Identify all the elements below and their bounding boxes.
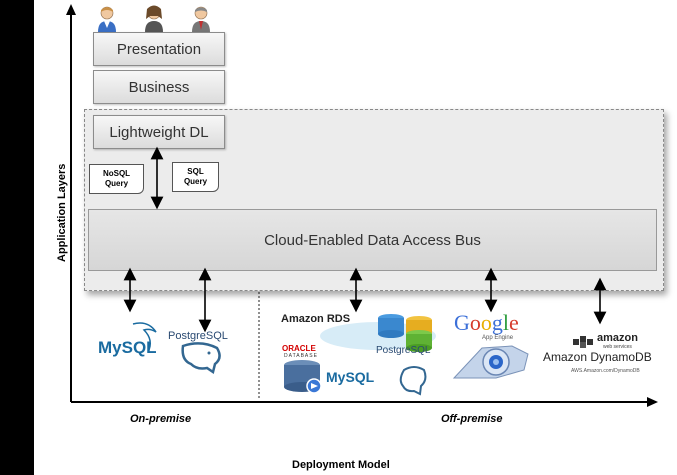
oracle-database-text: DATABASE: [284, 353, 318, 359]
presentation-layer: Presentation: [93, 32, 225, 66]
sql-query-label: SQL Query: [183, 167, 208, 186]
on-premise-label: On-premise: [130, 413, 192, 425]
rds-postgresql-text: PostgreSQL: [376, 345, 431, 356]
mysql-logo: MySQL: [98, 318, 168, 363]
dolphin-icon: [132, 322, 157, 353]
postgresql-text: PostgreSQL: [168, 330, 228, 342]
amazon-dynamodb-logo: amazon web services Amazon DynamoDB AWS.…: [543, 330, 660, 380]
nosql-query-doc: NoSQL Query: [89, 164, 144, 194]
data-access-bus: Cloud-Enabled Data Access Bus: [88, 209, 657, 271]
oracle-text: ORACLE: [282, 344, 316, 353]
elephant-icon: [181, 342, 221, 374]
rds-mysql-text: MySQL: [326, 369, 375, 385]
postgresql-logo: PostgreSQL: [162, 326, 242, 376]
google-text: Google: [454, 310, 519, 336]
google-letter: o: [480, 310, 492, 335]
amazon-text: amazon: [597, 332, 638, 344]
nosql-query-label: NoSQL Query: [102, 169, 131, 188]
sql-query-doc: SQL Query: [172, 162, 219, 192]
diagram-canvas: Application Layers Presentation Business…: [34, 0, 677, 475]
app-engine-text: App Engine: [482, 335, 514, 341]
users-icon: [98, 5, 210, 32]
google-letter: e: [509, 310, 519, 335]
amazon-rds-logo: Amazon RDS: [278, 312, 443, 397]
web-services-text: web services: [603, 344, 632, 350]
google-letter: G: [454, 310, 470, 335]
connector-arrows: [123, 146, 607, 333]
user-icons: [94, 4, 244, 32]
engine-icon: [452, 345, 529, 379]
google-letter: o: [469, 310, 481, 335]
aws-cubes-icon: [573, 336, 593, 348]
x-axis-label: Deployment Model: [292, 459, 390, 471]
google-app-engine-logo: Google App Engine: [452, 310, 537, 382]
google-letter: g: [491, 310, 503, 335]
lightweight-dl-layer: Lightweight DL: [93, 115, 225, 149]
dynamodb-text: Amazon DynamoDB: [543, 350, 652, 364]
mysql-text: MySQL: [98, 338, 157, 357]
business-layer: Business: [93, 70, 225, 104]
off-premise-label: Off-premise: [441, 413, 503, 425]
google-text-inner: Google: [454, 310, 519, 335]
google-letter: l: [502, 310, 510, 335]
database-cylinders-icon: [284, 314, 436, 396]
dynamodb-url-text: AWS.Amazon.com/DynamoDB: [571, 368, 640, 374]
axes-lines: [66, 4, 658, 407]
amazon-rds-text: Amazon RDS: [281, 313, 351, 325]
